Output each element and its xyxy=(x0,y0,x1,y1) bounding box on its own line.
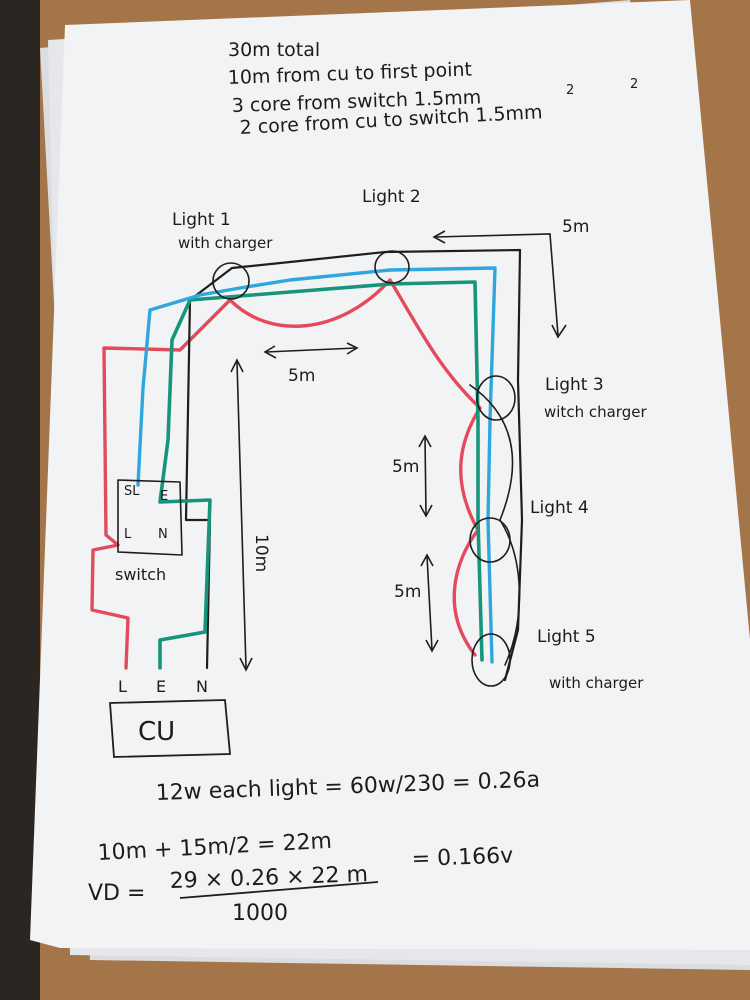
calc-vd-result: = 0.166v xyxy=(411,843,513,872)
arrow-vertical-left xyxy=(236,361,247,669)
cu-term-n: N xyxy=(196,677,208,696)
light-5-sublabel: with charger xyxy=(549,674,644,692)
arrow-head-down-4 xyxy=(419,504,433,518)
dim-top-between: 5m xyxy=(288,366,315,386)
calc-fraction-bar xyxy=(179,881,379,899)
calc-vd-denominator: 1000 xyxy=(232,901,288,926)
arrow-head-left-2 xyxy=(263,345,277,359)
light-3-label: Light 3 xyxy=(545,375,604,395)
arrow-head-down xyxy=(551,324,567,339)
arrow-head-up-4 xyxy=(418,434,432,448)
arrow-head-right-2 xyxy=(346,342,359,355)
dimension-arrows xyxy=(230,230,567,672)
light-3-sublabel: witch charger xyxy=(544,403,647,421)
dim-light3-4: 5m xyxy=(392,457,419,477)
dim-vertical-left: 10m xyxy=(251,534,271,572)
switch-term-sl: SL xyxy=(124,484,140,499)
switch-term-n: N xyxy=(158,527,168,542)
cu-term-l: L xyxy=(118,677,127,696)
cu-box xyxy=(109,699,231,758)
arrow-head-up-3 xyxy=(230,358,244,373)
light-5-label: Light 5 xyxy=(537,627,596,647)
dim-top-right: 5m xyxy=(562,217,589,237)
wire-line-red xyxy=(90,278,482,670)
arrow-top-right xyxy=(434,233,559,336)
arrow-head-down-5 xyxy=(425,639,439,653)
light-labels: Light 1 with charger Light 2 Light 3 wit… xyxy=(172,187,647,692)
arrow-top-between xyxy=(265,347,357,353)
switch-box xyxy=(117,479,183,556)
light-fittings xyxy=(212,250,516,687)
switch-term-e: E xyxy=(160,489,168,504)
cu-term-e: E xyxy=(156,677,166,696)
paper-sheet xyxy=(30,0,750,950)
note-line-3-superscript: 2 xyxy=(566,83,574,98)
light-1-sublabel: with charger xyxy=(178,234,273,252)
light-5-circle xyxy=(471,633,511,687)
dim-light4-5: 5m xyxy=(394,582,421,602)
arrow-light3-4 xyxy=(424,436,427,516)
light-4-circle xyxy=(469,517,511,563)
arrow-head-left xyxy=(432,230,446,244)
wire-neutral-black xyxy=(184,248,524,682)
note-line-4-superscript: 2 xyxy=(630,77,638,92)
calc-vd-prefix: VD = xyxy=(88,881,145,906)
cu-label: CU xyxy=(138,717,175,747)
dark-edge xyxy=(0,0,40,1000)
switch-terminals: SL E L N switch xyxy=(115,484,168,584)
dimension-labels: 5m 5m 10m 5m 5m xyxy=(251,217,589,602)
wire-switched-live-blue xyxy=(136,266,497,664)
switch-term-l: L xyxy=(124,527,132,542)
light-2-label: Light 2 xyxy=(362,187,421,207)
light-3-circle xyxy=(476,375,516,421)
light-2-circle xyxy=(374,250,410,284)
light-1-circle xyxy=(212,262,250,300)
arrow-head-down-3 xyxy=(239,657,253,672)
arrow-light4-5 xyxy=(426,555,433,651)
consumer-unit: L E N CU xyxy=(109,677,231,758)
note-line-1: 30m total xyxy=(228,39,320,61)
arrow-head-up-5 xyxy=(420,553,434,567)
light-1-label: Light 1 xyxy=(172,210,231,230)
switch-label: switch xyxy=(115,565,166,584)
light-4-label: Light 4 xyxy=(530,498,589,518)
